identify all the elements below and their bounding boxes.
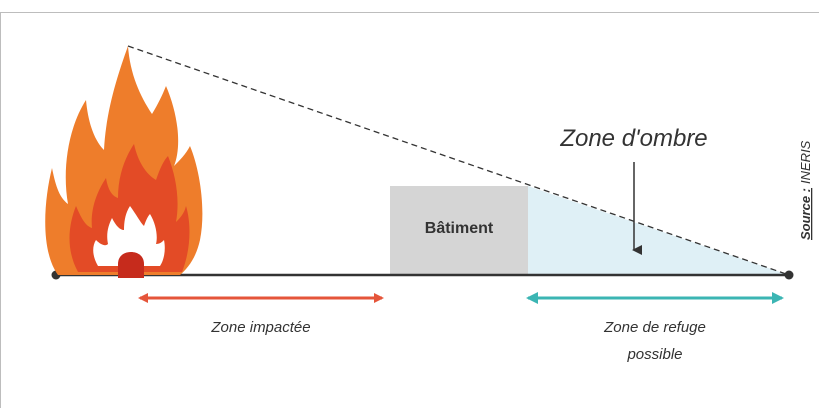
fire-icon — [45, 46, 203, 278]
shadow-zone-area — [528, 186, 789, 275]
flame-core — [93, 206, 165, 266]
impact-zone-label: Zone impactée — [210, 319, 310, 336]
ground-end-point — [784, 270, 794, 280]
source-credit: Source : INERIS — [798, 140, 813, 240]
shadow-zone-label: Zone d'ombre — [559, 125, 707, 152]
ember — [118, 252, 144, 278]
refuge-zone-label-line2: possible — [626, 346, 682, 363]
building-label: Bâtiment — [425, 220, 494, 237]
building — [390, 186, 528, 275]
source-prefix: Source : — [798, 188, 813, 240]
frame-border — [0, 12, 819, 408]
refuge-zone-label-line1: Zone de refuge — [603, 319, 706, 336]
source-name: INERIS — [798, 140, 813, 184]
sight-line — [127, 45, 790, 276]
